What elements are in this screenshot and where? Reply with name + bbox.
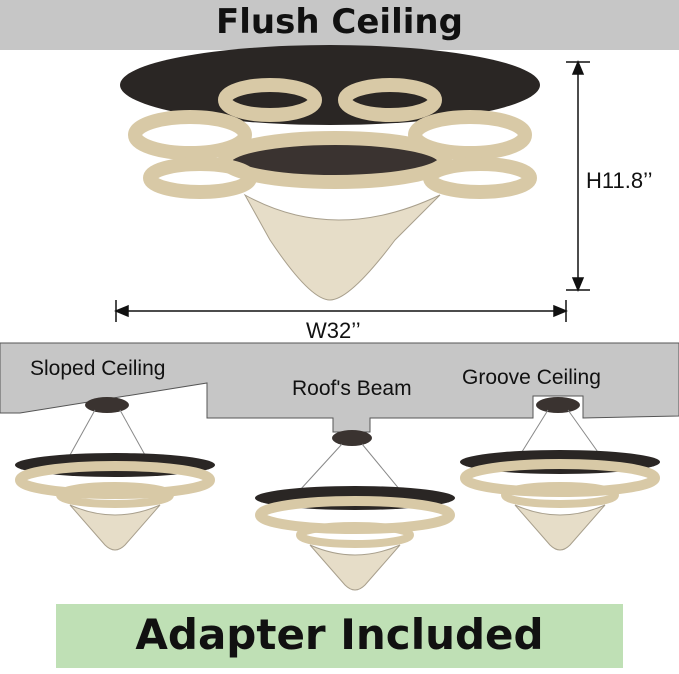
roofs-beam-label: Roof's Beam — [292, 377, 412, 400]
groove-ceiling-label: Groove Ceiling — [462, 366, 601, 389]
dimension-lines — [114, 60, 590, 322]
height-label: H11.8’’ — [586, 168, 653, 193]
flush-chandelier-image — [120, 45, 540, 301]
adapter-banner-text: Adapter Included — [135, 610, 544, 659]
page-title: Flush Ceiling — [216, 2, 463, 42]
sloped-ceiling-chandelier — [15, 397, 215, 551]
roofs-beam-chandelier — [255, 430, 455, 591]
groove-ceiling-chandelier — [460, 397, 660, 551]
flush-ceiling-band — [0, 0, 679, 50]
width-label: W32’’ — [306, 318, 361, 343]
sloped-ceiling-label: Sloped Ceiling — [30, 357, 166, 380]
adapter-banner: Adapter Included — [56, 604, 623, 668]
